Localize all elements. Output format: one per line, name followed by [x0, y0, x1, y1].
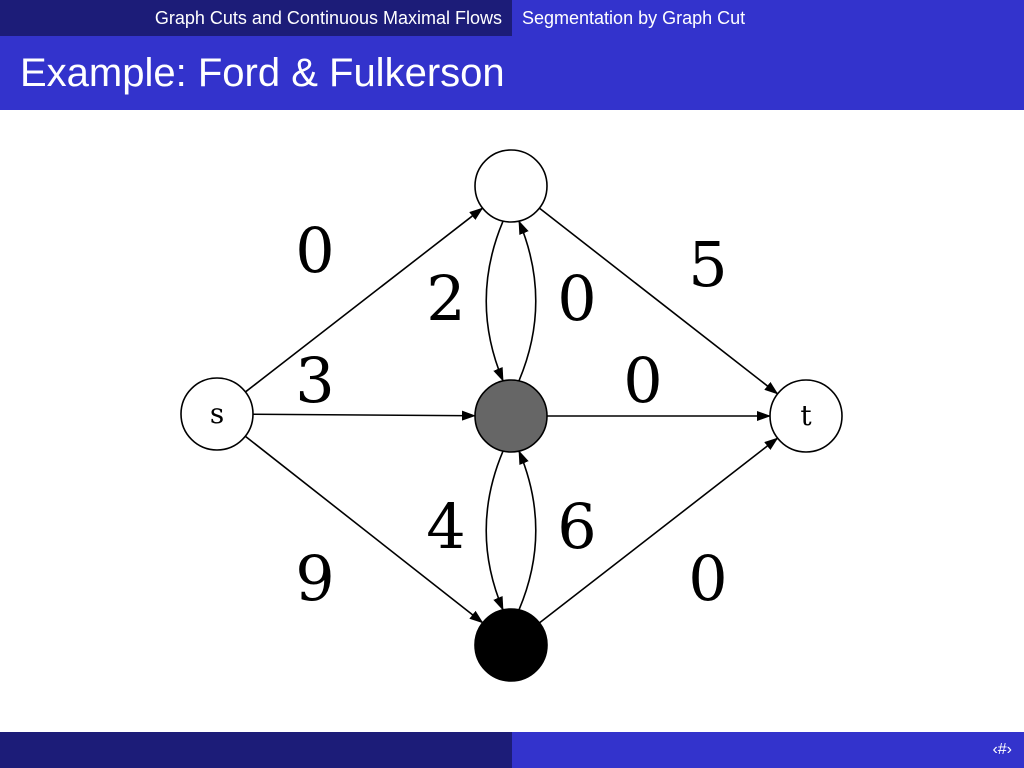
edge-label-s-to-mid: 3: [295, 344, 334, 417]
header-section[interactable]: Graph Cuts and Continuous Maximal Flows: [0, 0, 512, 36]
edge-label-top-to-t: 5: [688, 228, 727, 301]
edge-label-top-to-mid: 2: [426, 262, 465, 335]
node-s: [180, 377, 254, 451]
slide-title-bar: Example: Ford & Fulkerson: [0, 36, 1024, 110]
node-label-t: t: [800, 399, 812, 432]
edge-bot-to-t: [538, 437, 779, 624]
edge-bot-to-mid: [518, 450, 537, 611]
edge-top-to-t: [538, 207, 779, 395]
footer-bar: ‹#›: [0, 732, 1024, 768]
edge-s-to-top: [244, 207, 484, 393]
edge-label-bot-to-t: 0: [688, 542, 727, 615]
node-mid: [474, 379, 548, 453]
node-bot: [474, 608, 548, 682]
edge-label-s-to-top: 0: [295, 214, 334, 287]
page-marker: ‹#›: [512, 732, 1024, 768]
edge-label-s-to-bot: 9: [295, 542, 334, 615]
header-bar: Graph Cuts and Continuous Maximal Flows …: [0, 0, 1024, 36]
edge-mid-to-bot: [485, 450, 504, 611]
edge-label-mid-to-t: 0: [623, 344, 662, 417]
node-top: [474, 149, 548, 223]
node-label-s: s: [210, 397, 224, 430]
edge-mid-to-top: [518, 220, 537, 382]
edge-label-mid-to-top: 0: [557, 262, 596, 335]
node-t: [769, 379, 843, 453]
footer-left: [0, 732, 512, 768]
slide-title: Example: Ford & Fulkerson: [20, 50, 505, 95]
edge-top-to-mid: [485, 220, 504, 382]
header-subsection[interactable]: Segmentation by Graph Cut: [512, 0, 1024, 36]
edge-label-mid-to-bot: 4: [426, 490, 465, 563]
edge-s-to-bot: [244, 435, 484, 624]
edge-s-to-mid: [252, 410, 477, 421]
edge-label-bot-to-mid: 6: [557, 490, 596, 563]
